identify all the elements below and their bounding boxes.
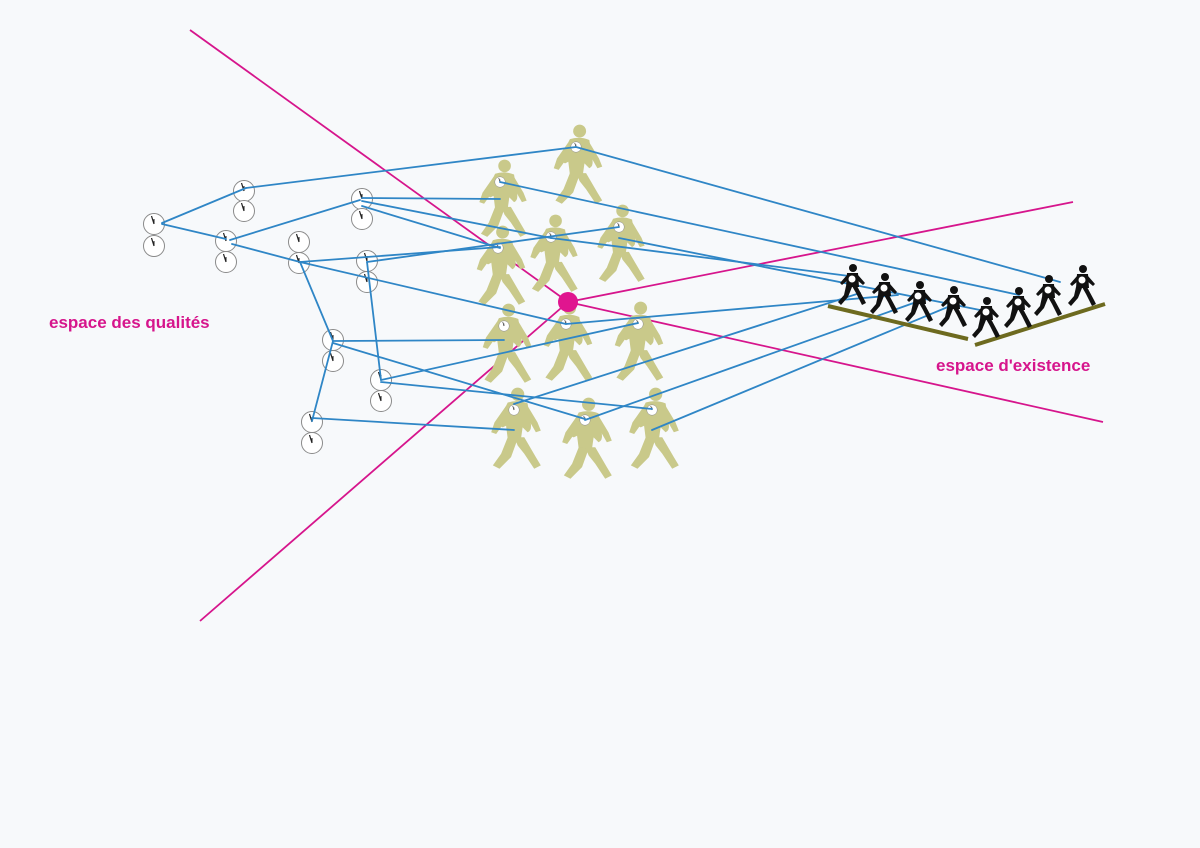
clock-icon — [1014, 298, 1022, 306]
connection-line — [311, 417, 515, 431]
walking-person-icon — [543, 301, 593, 381]
walking-figure-icon — [1068, 265, 1096, 306]
figure-clocks — [848, 275, 1086, 316]
walking-person-icon — [553, 124, 603, 204]
connection-line — [380, 322, 639, 381]
connection-line — [231, 243, 301, 263]
connection-line — [245, 146, 577, 189]
clock-icon — [848, 275, 856, 283]
connection-line — [161, 187, 247, 224]
connection-line — [550, 237, 858, 278]
connection-line — [361, 205, 501, 249]
connection-line — [513, 292, 861, 405]
connection-line — [366, 261, 382, 381]
connection-line — [332, 342, 586, 420]
clock-icon — [982, 308, 990, 316]
projection-line — [567, 301, 1104, 423]
clock-icon — [287, 230, 311, 254]
clock-icon — [232, 199, 256, 223]
walking-figure-icon — [905, 281, 933, 322]
quality-space-label: espace des qualités — [49, 313, 210, 332]
platform — [974, 302, 1106, 347]
walking-person-icon — [482, 303, 532, 383]
walking-figure-icon — [972, 297, 1000, 338]
clock-icon — [214, 229, 238, 253]
existence-platforms — [827, 302, 1106, 347]
clock-icon — [142, 234, 166, 258]
connection-line — [299, 261, 567, 325]
connection-line — [332, 339, 505, 342]
connection-lines — [161, 146, 1061, 431]
connection-line — [366, 226, 620, 263]
clock-icon — [880, 284, 888, 292]
clock-icon — [355, 270, 379, 294]
clock-icon — [350, 207, 374, 231]
clock-icon — [214, 250, 238, 274]
clock-icon — [508, 404, 520, 416]
connection-line — [584, 299, 923, 421]
connection-line — [161, 223, 227, 240]
connection-line — [229, 199, 361, 241]
clock-icon — [646, 404, 658, 416]
connection-line — [361, 200, 552, 239]
connection-line — [299, 246, 501, 263]
clock-icon — [914, 292, 922, 300]
connection-line — [380, 381, 653, 410]
clock-icon — [1078, 276, 1086, 284]
existence-space-label: espace d'existence — [936, 356, 1091, 375]
connection-line — [299, 261, 334, 342]
connection-line — [651, 303, 956, 431]
connection-line — [311, 340, 334, 422]
walking-person-icon — [629, 387, 679, 469]
walking-person-icon — [562, 397, 612, 479]
clock-icon — [369, 389, 393, 413]
connection-line — [499, 181, 1020, 296]
connection-line — [575, 146, 1061, 283]
existence-figures — [838, 264, 1096, 338]
platform — [827, 304, 969, 341]
clock-icon — [498, 320, 510, 332]
walking-person-icon — [597, 204, 645, 282]
clock-icon — [949, 297, 957, 305]
connection-line — [361, 197, 501, 200]
clock-icon — [1044, 286, 1052, 294]
walking-person-icon — [491, 387, 541, 469]
clock-icon — [300, 410, 324, 434]
clock-icon — [300, 431, 324, 455]
focal-point-dot — [558, 292, 578, 312]
